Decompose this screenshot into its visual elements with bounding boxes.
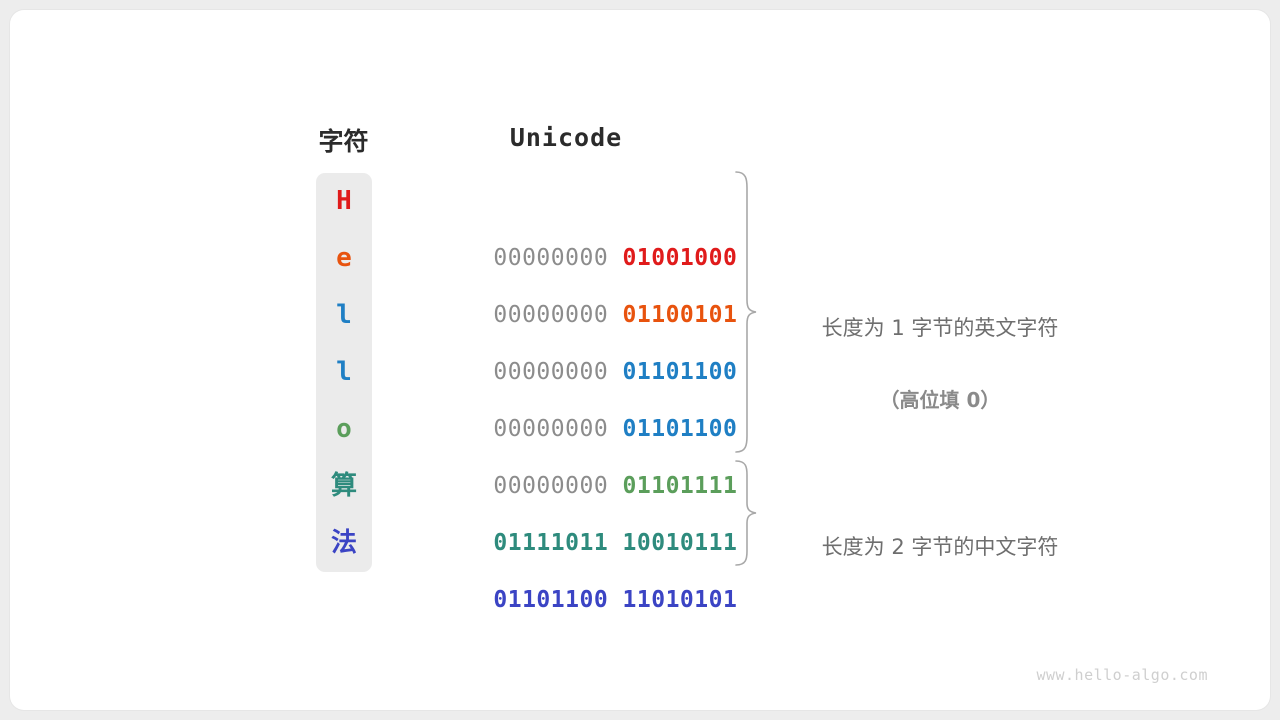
unicode-bits-row: 00000000 01101100 (436, 344, 736, 442)
watermark: www.hello-algo.com (1036, 666, 1208, 684)
low-byte: 01001000 (622, 245, 738, 271)
high-byte: 01111011 (493, 530, 609, 556)
character-cell: e (336, 243, 352, 273)
low-byte: 01100101 (622, 302, 738, 328)
annotation-one-byte: 长度为 1 字节的英文字符 （高位填 0） (770, 274, 1110, 454)
character-cell: 算 (330, 471, 357, 501)
low-byte: 01101100 (622, 416, 738, 442)
annotation-line-secondary: （高位填 0） (879, 388, 1001, 412)
high-byte: 00000000 (493, 416, 609, 442)
column-header-character: 字符 (318, 128, 369, 156)
character-cell: H (336, 186, 352, 216)
character-cell: l (336, 300, 352, 330)
figure-card: 字符 Unicode H e l l o 算 法 00000000 010010… (10, 10, 1270, 710)
character-cell: l (336, 357, 352, 387)
low-byte: 01101111 (622, 473, 738, 499)
unicode-bits-row: 01111011 10010111 (436, 458, 736, 556)
high-byte: 00000000 (493, 302, 609, 328)
high-byte: 00000000 (493, 473, 609, 499)
character-column-background (316, 173, 372, 572)
high-byte: 01101100 (493, 587, 609, 613)
annotation-line-primary: 长度为 2 字节的中文字符 (821, 535, 1059, 559)
annotation-two-byte: 长度为 2 字节的中文字符 (770, 493, 1110, 601)
character-cell: o (336, 414, 352, 444)
low-byte: 10010111 (622, 530, 738, 556)
unicode-bits-row: 00000000 01101111 (436, 401, 736, 499)
low-byte: 11010101 (622, 587, 738, 613)
unicode-bits-row: 01101100 11010101 (436, 515, 736, 613)
character-cell: 法 (330, 528, 357, 558)
brace-one-byte-group (728, 170, 758, 454)
high-byte: 00000000 (493, 245, 609, 271)
low-byte: 01101100 (622, 359, 738, 385)
unicode-bits-row: 00000000 01100101 (436, 230, 736, 328)
unicode-bits-row: 00000000 01001000 (436, 173, 736, 271)
annotation-line-primary: 长度为 1 字节的英文字符 (821, 316, 1059, 340)
column-header-unicode: Unicode (509, 123, 623, 152)
unicode-bits-row: 00000000 01101100 (436, 287, 736, 385)
brace-two-byte-group (728, 459, 758, 569)
high-byte: 00000000 (493, 359, 609, 385)
